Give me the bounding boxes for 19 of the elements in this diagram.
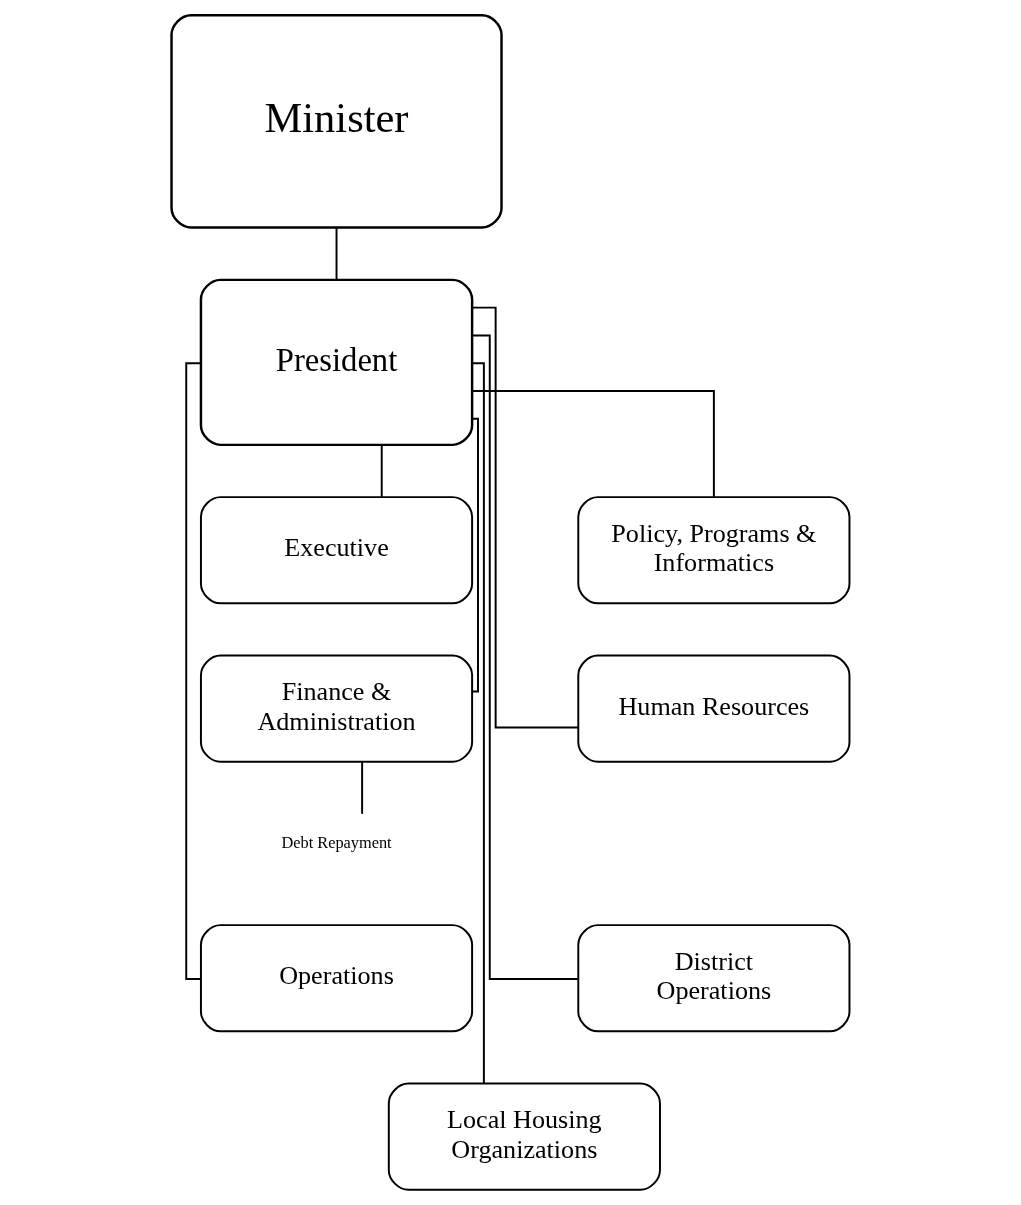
connector (471, 306, 580, 729)
node-box: Minister (170, 14, 503, 229)
node-box: Executive (199, 496, 474, 605)
connector (471, 362, 485, 1085)
connector (471, 389, 715, 498)
connector (471, 334, 579, 980)
node-box: Operations (199, 924, 474, 1033)
node-box: Finance & Administration (199, 654, 474, 763)
node-box: District Operations (577, 924, 851, 1033)
connector (361, 760, 364, 815)
connector (471, 417, 479, 693)
node-box: President (199, 278, 474, 447)
node-box: Local Housing Organizations (387, 1082, 661, 1191)
connector (185, 362, 202, 980)
connector (380, 444, 383, 498)
node-box: Policy, Programs & Informatics (577, 496, 851, 605)
connector (335, 226, 338, 281)
node-box: Human Resources (577, 654, 851, 763)
node-text: Debt Repayment (281, 832, 392, 852)
